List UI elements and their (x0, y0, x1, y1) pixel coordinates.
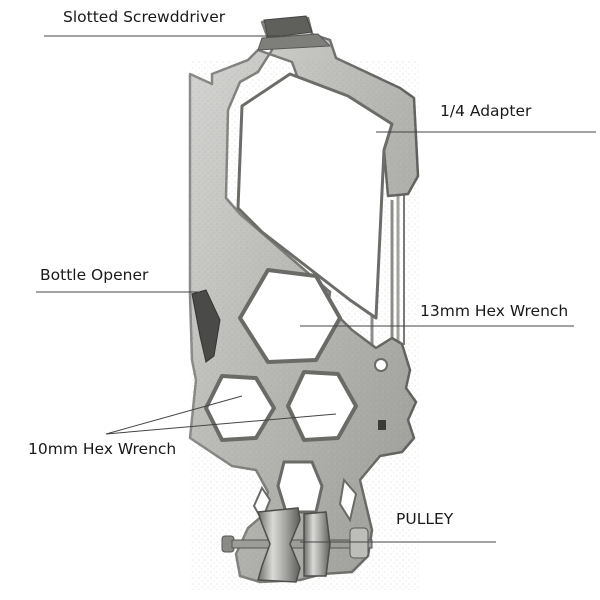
label-adapter: 1/4 Adapter (440, 102, 532, 120)
label-bottle-opener: Bottle Opener (40, 266, 149, 284)
label-hex-10mm: 10mm Hex Wrench (28, 440, 177, 458)
label-pulley: PULLEY (396, 510, 454, 528)
leader-lines (36, 35, 596, 543)
bottle-opener-slot (191, 289, 221, 363)
hex-10mm-cutouts (204, 370, 358, 442)
label-hex-13mm: 13mm Hex Wrench (420, 302, 569, 320)
hex-13mm-cutout (238, 268, 342, 364)
rivet (374, 358, 388, 430)
label-slotted-screwdriver: Slotted Screwddriver (63, 8, 226, 26)
leader-hex-10mm-a (105, 395, 243, 435)
pulley (221, 507, 373, 583)
upper-cutout (236, 72, 394, 320)
screwdriver-tip (257, 15, 332, 51)
leader-hex-10mm-b (105, 413, 337, 435)
